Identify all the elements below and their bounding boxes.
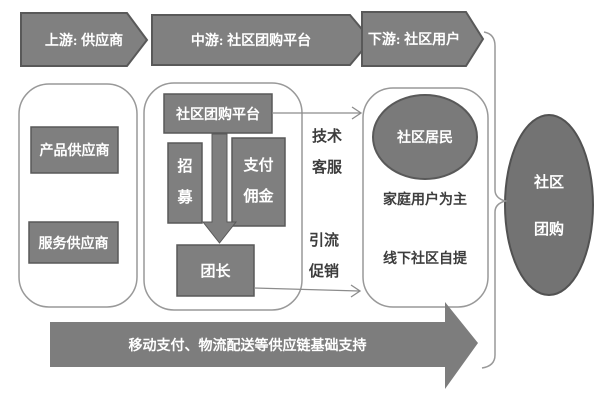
upstream-panel-shape: [18, 83, 138, 308]
grouping-brace: [481, 31, 508, 369]
promotion-arrow-line: [253, 287, 360, 292]
product-supplier-box: [30, 126, 119, 174]
recruit-box: [167, 142, 203, 224]
down-arrow: [201, 133, 238, 244]
foundation-arrow-shape: [50, 302, 478, 389]
group-leader-box: [176, 244, 255, 297]
tech-support-arrow-head: [351, 106, 363, 120]
downstream-arrow-shape: [361, 11, 485, 67]
platform-box: [163, 93, 273, 134]
promotion-arrow-head: [350, 284, 362, 298]
result-ellipse: [504, 114, 594, 296]
pay-commission-box: [231, 137, 286, 227]
midstream-arrow-shape: [151, 14, 373, 66]
upstream-arrow-shape: [20, 12, 149, 67]
service-supplier-box: [28, 221, 119, 264]
residents-ellipse: [372, 94, 478, 180]
